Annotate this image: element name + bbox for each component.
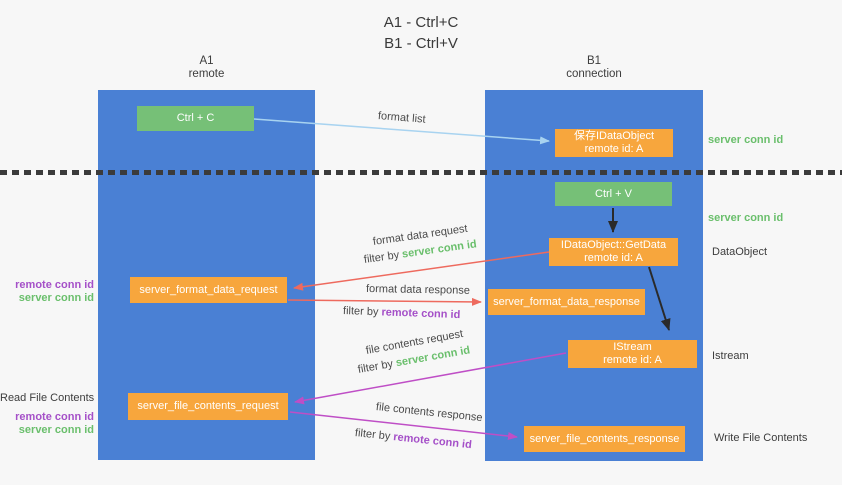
arrow-file-contents-response [289, 411, 518, 440]
left-label-remote-conn-id-1: remote conn id [15, 279, 94, 291]
left-label-server-conn-id-2: server conn id [18, 424, 94, 436]
node-server-format-data-response: server_format_data_response [488, 289, 645, 315]
label-format-data-response: format data response [365, 283, 471, 297]
ctrl-c-label: Ctrl + C [176, 112, 215, 124]
save-idataobject-line1: 保存IDataObject [573, 130, 655, 142]
istream-line2: remote id: A [603, 354, 662, 366]
server-file-contents-request-label: server_file_contents_request [137, 400, 279, 412]
node-save-idataobject: 保存IDataObject remote id: A [555, 129, 673, 157]
left-label-remote-conn-id-2: remote conn id [15, 411, 94, 423]
node-server-file-contents-response: server_file_contents_response [524, 426, 685, 452]
getdata-line1: IDataObject::GetData [560, 239, 667, 251]
arrow-format-data-request [293, 251, 550, 291]
right-label-write-file-contents: Write File Contents [714, 432, 808, 444]
diagram-title: A1 - Ctrl+C B1 - Ctrl+V [0, 12, 842, 54]
save-idataobject-line2: remote id: A [584, 143, 644, 155]
node-ctrl-c: Ctrl + C [137, 106, 254, 131]
left-label-server-conn-id-1: server conn id [18, 292, 94, 304]
right-label-server-conn-id-mid: server conn id [708, 212, 784, 224]
title-line-2: B1 - Ctrl+V [384, 35, 458, 52]
arrow-getdata-to-istream [648, 266, 671, 331]
copy-paste-divider-line [0, 170, 842, 175]
getdata-line2: remote id: A [584, 252, 643, 264]
server-file-contents-response-label: server_file_contents_response [529, 432, 680, 445]
arrow-format-list [253, 118, 550, 145]
arrow-format-data-response [287, 297, 482, 306]
left-label-read-file-contents: Read File Contents [0, 392, 95, 404]
filter-response1-prefix: filter by [342, 305, 382, 319]
arrow-file-contents-request [294, 352, 567, 405]
column-header-a1: A1 remote [98, 55, 315, 81]
right-label-dataobject: DataObject [712, 246, 768, 258]
node-istream: IStream remote id: A [568, 340, 697, 368]
node-server-format-data-request: server_format_data_request [130, 277, 287, 303]
column-a1-name: A1 [199, 55, 214, 67]
column-header-b1: B1 connection [485, 55, 703, 81]
title-line-1: A1 - Ctrl+C [383, 14, 459, 31]
column-a1-subtitle: remote [188, 68, 225, 80]
ctrl-v-label: Ctrl + V [595, 187, 632, 200]
istream-line1: IStream [613, 341, 652, 353]
node-ctrl-v: Ctrl + V [555, 182, 672, 206]
node-server-file-contents-request: server_file_contents_request [128, 393, 288, 420]
column-b1-subtitle: connection [566, 68, 622, 80]
node-idataobject-getdata: IDataObject::GetData remote id: A [549, 238, 678, 266]
server-format-data-request-label: server_format_data_request [139, 283, 278, 296]
right-label-server-conn-id-top: server conn id [708, 134, 784, 146]
column-b1-name: B1 [586, 55, 602, 67]
right-label-istream: Istream [712, 350, 749, 362]
server-format-data-response-label: server_format_data_response [493, 295, 640, 308]
